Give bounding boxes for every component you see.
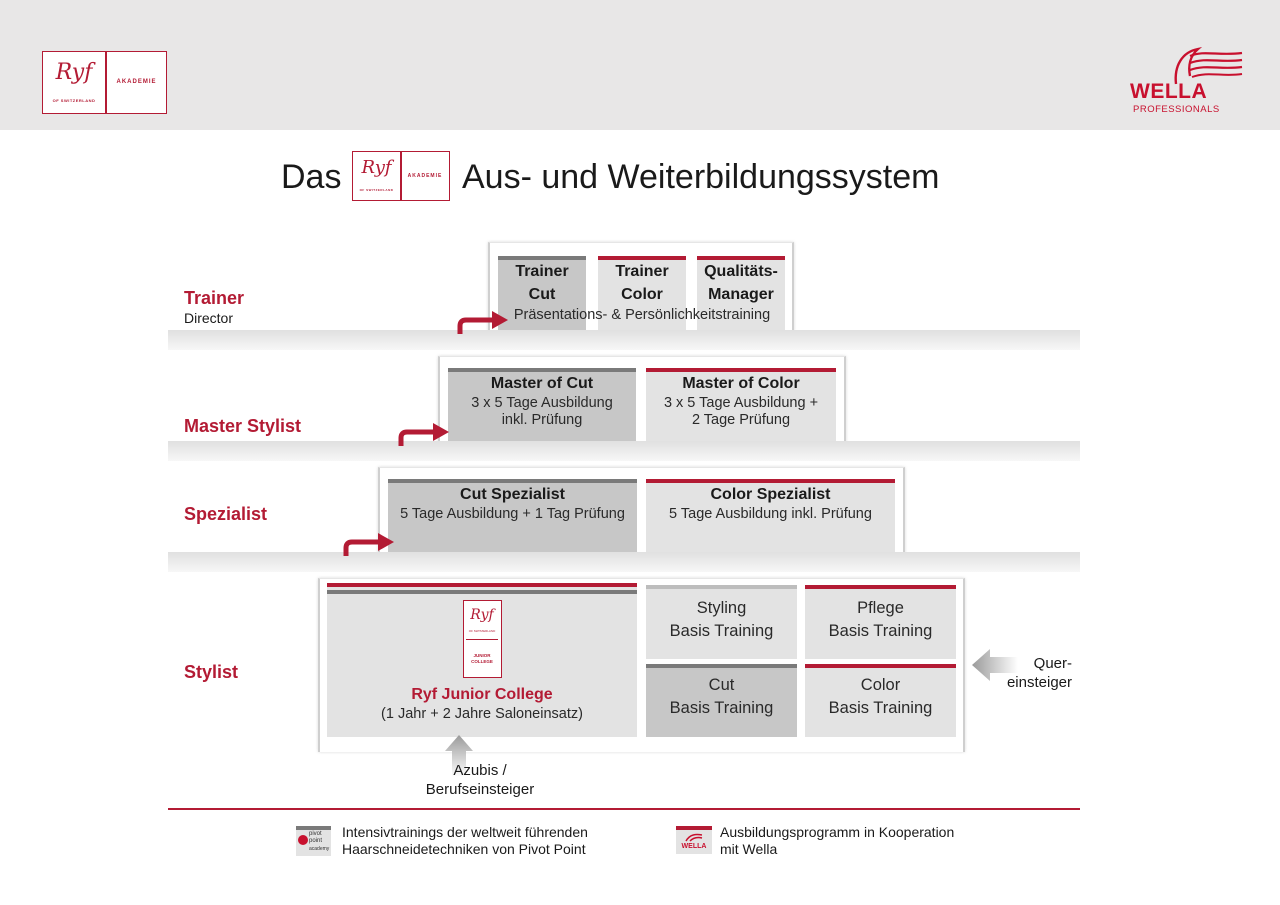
azubis-label: Azubis / Berufseinsteiger [410, 761, 550, 799]
ryf-logo-mark: Ryf [55, 60, 93, 85]
box-text: inkl. Prüfung [501, 412, 583, 428]
page-title: Aus- und Weiterbildungssystem [462, 158, 940, 196]
text-line: einsteiger [1006, 674, 1072, 691]
box-line: Basis Training [669, 622, 774, 640]
text-line: Intensivtrainings der weltweit führenden [342, 824, 588, 840]
trainer-caption: Präsentations- & Persönlichkeitstraining [513, 307, 771, 323]
step-up-arrow-icon [343, 533, 394, 556]
pivot-point-legend-icon: pivot point academy [296, 826, 331, 856]
box-line: Manager [708, 286, 774, 303]
cut-basis-box: Cut Basis Training [646, 664, 797, 737]
box-bar [327, 590, 637, 594]
entry-arrow-up-icon [445, 735, 473, 777]
box-title: Color Spezialist [710, 486, 831, 503]
footer-divider [168, 808, 1080, 810]
ryf-akademie-logo[interactable]: Ryf OF SWITZERLAND AKADEMIE [42, 51, 167, 114]
cut-spezialist-box: Cut Spezialist 5 Tage Ausbildung + 1 Tag… [388, 479, 637, 553]
box-text: 3 x 5 Tage Ausbildung + [663, 395, 819, 411]
title-logo-mark: Ryf [361, 157, 392, 178]
junior-logo-text: JUNIOR [473, 653, 491, 658]
box-line: Color [860, 676, 901, 694]
trainer-cut-box: Trainer Cut [498, 256, 586, 330]
styling-basis-box: Styling Basis Training [646, 585, 797, 659]
box-text: 2 Tage Prüfung [691, 412, 791, 428]
box-text: 5 Tage Ausbildung + 1 Tag Prüfung [400, 506, 625, 522]
title-logo-akademie: AKADEMIE [407, 173, 443, 179]
box-line: Pflege [857, 599, 904, 617]
box-line: Qualitäts- [704, 263, 778, 280]
box-title: Master of Color [682, 375, 800, 392]
pivot-icon-text: pivot [309, 831, 322, 837]
junior-logo-sub: OF SWITZERLAND [468, 629, 496, 633]
wella-hair-icon [1174, 47, 1243, 85]
junior-logo-divider [466, 639, 498, 640]
trainer-platform [168, 330, 1080, 350]
box-text: 3 x 5 Tage Ausbildung [471, 395, 613, 411]
box-title: Cut Spezialist [460, 486, 565, 503]
wella-legend-icon: WELLA [676, 826, 712, 854]
step-up-arrow-icon [398, 423, 449, 446]
box-line: Color [621, 286, 663, 303]
junior-college-box: Ryf OF SWITZERLAND JUNIOR COLLEGE Ryf Ju… [327, 583, 637, 737]
title-logo-divider [400, 152, 402, 200]
level-label-stylist: Stylist [184, 662, 239, 682]
step-up-arrow-icon [457, 311, 508, 334]
master-of-cut-box: Master of Cut 3 x 5 Tage Ausbildung inkl… [448, 368, 636, 442]
box-line: Styling [696, 599, 747, 617]
ryf-logo-subtitle: OF SWITZERLAND [52, 98, 96, 103]
level-sublabel-director: Director [184, 310, 234, 326]
trainer-color-box: Trainer Color [598, 256, 686, 330]
text-line: Quer- [1033, 655, 1072, 672]
wella-wordmark: WELLA [1130, 80, 1208, 103]
wella-icon-text: WELLA [681, 843, 707, 850]
text-line: Azubis / [453, 762, 507, 779]
wella-professionals-logo[interactable]: WELLA PROFESSIONALS [1120, 46, 1245, 116]
color-basis-box: Color Basis Training [805, 664, 956, 737]
pivot-icon-text: academy [309, 846, 330, 852]
box-line: Trainer [515, 263, 569, 280]
title-logo-subtitle: OF SWITZERLAND [359, 188, 394, 192]
level-label-trainer: Trainer [184, 288, 245, 308]
text-line: Ausbildungsprogramm in Kooperation [720, 824, 955, 840]
box-line: Cut [708, 676, 735, 694]
box-line: Basis Training [669, 699, 774, 717]
junior-logo-mark: Ryf [470, 607, 494, 623]
text-line: Berufseinsteiger [425, 781, 535, 798]
junior-college-subtitle: (1 Jahr + 2 Jahre Saloneinsatz) [381, 706, 583, 722]
ryf-logo-akademie: AKADEMIE [116, 79, 157, 85]
level-label-master-stylist: Master Stylist [184, 416, 302, 436]
wella-mini-hair-icon [685, 833, 703, 842]
box-title: Master of Cut [490, 375, 594, 392]
box-line: Trainer [615, 263, 669, 280]
legend-pivot-text: Intensivtrainings der weltweit führenden… [342, 824, 588, 858]
qualitaets-manager-box: Qualitäts- Manager [697, 256, 785, 330]
spezialist-platform [168, 552, 1080, 572]
page-title-prefix: Das [281, 158, 342, 196]
pivot-icon-text: point [309, 838, 323, 844]
pivot-dot-icon [298, 835, 308, 845]
master-of-color-box: Master of Color 3 x 5 Tage Ausbildung + … [646, 368, 836, 442]
text-line: Haarschneidetechniken von Pivot Point [342, 841, 586, 857]
pflege-basis-box: Pflege Basis Training [805, 585, 956, 659]
level-label-spezialist: Spezialist [184, 504, 268, 524]
quereinsteiger-label: Quer- einsteiger [1000, 654, 1072, 692]
box-line: Basis Training [828, 622, 933, 640]
title-ryf-logo: Ryf OF SWITZERLAND AKADEMIE [352, 151, 450, 201]
master-platform [168, 441, 1080, 461]
box-line: Cut [528, 286, 556, 303]
junior-college-title: Ryf Junior College [411, 686, 553, 703]
logo-divider [105, 52, 107, 113]
legend-wella-text: Ausbildungsprogramm in Kooperation mit W… [720, 824, 954, 858]
header-band [0, 0, 1280, 130]
box-line: Basis Training [828, 699, 933, 717]
junior-college-logo: Ryf OF SWITZERLAND JUNIOR COLLEGE [463, 600, 502, 678]
wella-professionals-text: PROFESSIONALS [1133, 104, 1220, 115]
text-line: mit Wella [720, 841, 778, 857]
junior-logo-text: COLLEGE [471, 659, 493, 664]
entry-arrow-left-icon [972, 649, 1018, 681]
box-text: 5 Tage Ausbildung inkl. Prüfung [669, 506, 872, 522]
color-spezialist-box: Color Spezialist 5 Tage Ausbildung inkl.… [646, 479, 895, 553]
